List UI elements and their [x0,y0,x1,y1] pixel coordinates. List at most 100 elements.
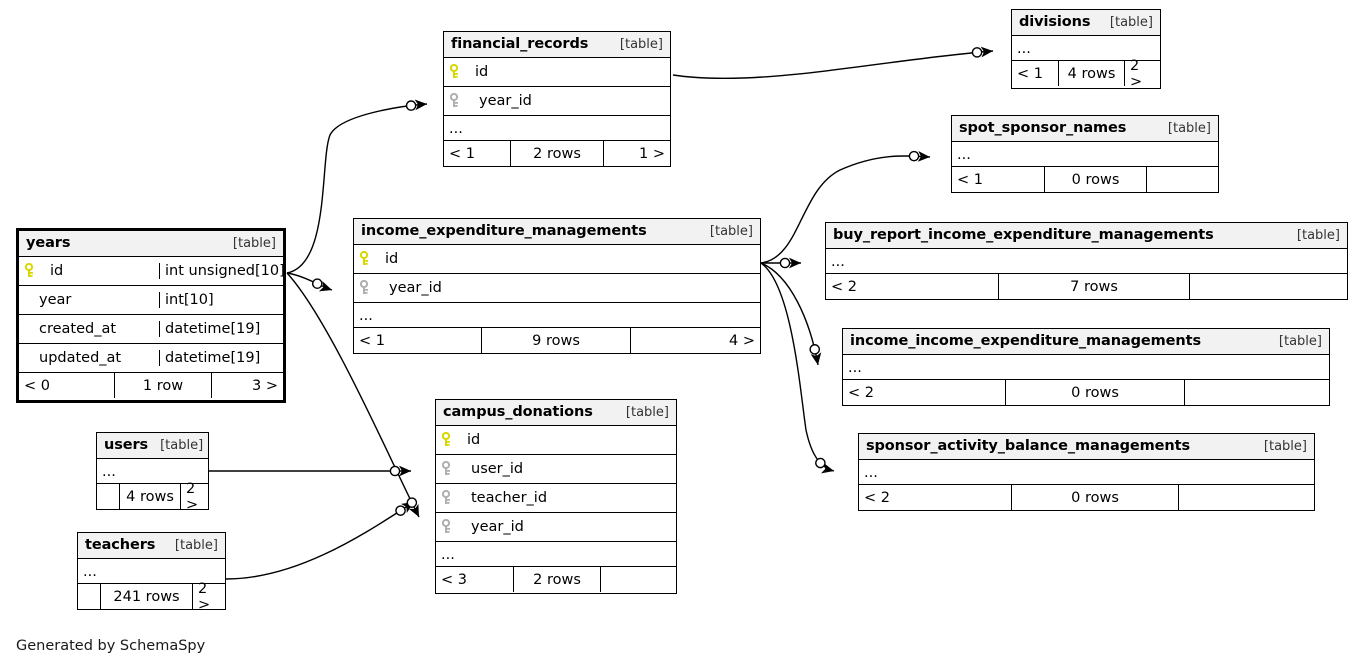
child-relations-count[interactable]: 4 > [729,332,755,349]
child-relations-count[interactable]: 2 > [198,580,211,613]
child-relations-count[interactable] [1147,167,1218,192]
relationship-edge [760,262,822,366]
row-count[interactable]: 0 rows [1044,167,1147,192]
child-relations-count[interactable] [1190,274,1347,299]
parent-relations-count[interactable]: < 2 [864,489,890,506]
relationship-optional-marker [971,47,983,58]
table-header: spot_sponsor_names[table] [952,116,1218,142]
column-name-cell: id [444,64,670,80]
parent-relations-count[interactable]: < 1 [957,171,983,188]
table-column-row[interactable]: year int[10] [19,286,283,315]
table-column-row[interactable]: year_id [444,87,670,116]
table-title: campus_donations [443,404,593,420]
row-count[interactable]: 0 rows [1005,380,1185,405]
child-relations-count[interactable] [601,567,676,592]
row-count[interactable]: 2 rows [510,141,604,166]
table-buy_report_income_expenditure_managements[interactable]: buy_report_income_expenditure_management… [825,222,1348,300]
relationship-optional-marker [312,278,323,289]
row-count[interactable]: 4 rows [119,484,181,509]
table-spot_sponsor_names[interactable]: spot_sponsor_names[table]... < 1 0 rows [951,115,1219,193]
child-relations-count[interactable]: 2 > [1130,57,1143,90]
table-column-row[interactable]: year_id [354,274,760,303]
more-columns-ellipsis[interactable]: ... [97,459,208,484]
table-column-row[interactable]: teacher_id [436,484,676,513]
row-count[interactable]: 2 rows [513,567,601,592]
parent-relations-count[interactable] [97,484,119,509]
ellipsis-text: ... [848,360,862,376]
table-title: buy_report_income_expenditure_management… [833,227,1214,243]
table-header: income_income_expenditure_managements[ta… [843,329,1329,355]
parent-relations-count[interactable]: < 1 [359,332,385,349]
child-relations-count[interactable]: 1 > [639,145,665,162]
table-column-row[interactable]: user_id [436,455,676,484]
column-name-cell: id [19,263,159,279]
parent-relations-count[interactable]: < 2 [831,278,857,295]
more-columns-ellipsis[interactable]: ... [436,542,676,567]
relationship-optional-marker [395,505,406,516]
column-label: year [39,292,72,308]
column-type-cell: datetime[19] [159,321,283,337]
more-columns-ellipsis[interactable]: ... [826,249,1347,274]
primary-key-icon [360,251,371,267]
relationship-optional-marker [406,497,418,508]
table-column-row[interactable]: id [444,58,670,87]
more-columns-ellipsis[interactable]: ... [843,355,1329,380]
table-footer: < 3 2 rows [436,567,676,592]
parent-relations-count[interactable]: < 3 [441,571,467,588]
table-footer: < 2 0 rows [859,485,1314,510]
ellipsis-text: ... [831,254,845,270]
column-type-cell: int[10] [159,292,283,308]
table-type-tag: [table] [619,36,663,52]
table-column-row[interactable]: year_id [436,513,676,542]
child-relations-count[interactable]: 2 > [186,480,199,513]
more-columns-ellipsis[interactable]: ... [1012,36,1160,61]
more-columns-ellipsis[interactable]: ... [354,303,760,328]
child-relations-count[interactable]: 3 > [252,377,278,394]
row-count[interactable]: 7 rows [998,274,1190,299]
relationship-optional-marker [405,100,417,111]
parent-relations-count[interactable] [78,584,100,609]
parent-relations-count[interactable]: < 0 [24,377,50,394]
relationship-optional-marker [389,465,401,477]
row-count[interactable]: 241 rows [100,584,193,609]
column-name-cell: year [19,292,159,308]
table-column-row[interactable]: id [436,426,676,455]
table-column-row[interactable]: id [354,245,760,274]
table-sponsor_activity_balance_managements[interactable]: sponsor_activity_balance_managements[tab… [858,433,1315,511]
more-columns-ellipsis[interactable]: ... [952,142,1218,167]
column-label: id [50,263,64,279]
ellipsis-text: ... [957,147,971,163]
row-count[interactable]: 4 rows [1058,61,1125,86]
table-header: sponsor_activity_balance_managements[tab… [859,434,1314,460]
child-relations-count[interactable] [1179,485,1314,510]
ellipsis-text: ... [449,121,463,137]
more-columns-ellipsis[interactable]: ... [444,116,670,141]
row-count[interactable]: 1 row [114,373,212,398]
table-income_income_expenditure_managements[interactable]: income_income_expenditure_managements[ta… [842,328,1330,406]
more-columns-ellipsis[interactable]: ... [859,460,1314,485]
parent-relations-count[interactable]: < 1 [1017,65,1043,82]
child-relations-count[interactable] [1185,380,1329,405]
relationship-optional-marker [779,257,791,269]
foreign-key-icon [360,280,371,296]
parent-relations-count[interactable]: < 1 [449,145,475,162]
parent-relations-count[interactable]: < 2 [848,384,874,401]
column-label: year_id [479,93,532,109]
table-type-tag: [table] [174,537,218,553]
table-type-tag: [table] [1109,14,1153,30]
row-count[interactable]: 0 rows [1011,485,1179,510]
column-name-cell: id [354,251,760,267]
more-columns-ellipsis[interactable]: ... [78,559,225,584]
row-count[interactable]: 9 rows [481,328,631,353]
table-type-tag: [table] [1167,120,1211,136]
